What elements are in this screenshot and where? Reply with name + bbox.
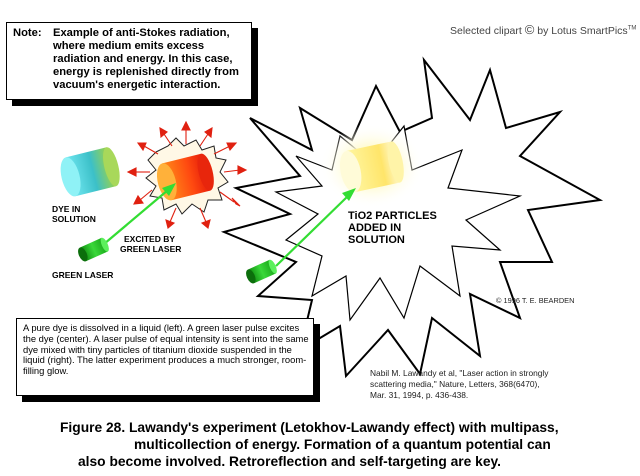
bearden-copyright: © 1996 T. E. BEARDEN	[496, 296, 575, 305]
tio2-label-line2: ADDED IN	[348, 222, 402, 234]
reference-line1: Nabil M. Lawandy et al, "Laser action in…	[370, 368, 549, 378]
red-ray-arrow-icon	[181, 120, 191, 144]
clipart-credit: Selected clipart © by Lotus SmartPicsTM	[450, 22, 636, 37]
note-line: energy is replenished directly from	[53, 66, 239, 78]
red-ray-arrow-icon	[199, 207, 211, 229]
excited-cylinder-icon	[156, 153, 214, 201]
excited-label-line1: EXCITED BY	[124, 234, 176, 244]
green-laser-icon	[246, 259, 277, 284]
note-line: where medium emits excess	[53, 40, 205, 52]
red-ray-arrow-icon	[165, 207, 177, 229]
red-ray-arrow-icon	[159, 126, 173, 147]
trademark-mark: TM	[627, 25, 637, 32]
green-laser-icon	[78, 237, 109, 262]
description-text: A pure dye is dissolved in a liquid (lef…	[23, 322, 309, 377]
red-ray-arrow-icon	[213, 142, 238, 155]
excited-label-line2: GREEN LASER	[120, 244, 182, 254]
beam-arrowhead-icon	[342, 188, 356, 201]
laser-beam-right	[275, 195, 349, 267]
tio2-label-line1: TiO2 PARTICLES	[348, 210, 437, 222]
glowing-cylinder-icon	[339, 141, 404, 193]
beam-arrowhead-icon	[162, 183, 176, 196]
red-ray-arrow-icon	[136, 142, 159, 155]
reference-line2: scattering media," Nature, Letters, 368(…	[370, 379, 540, 389]
note-line: Example of anti-Stokes radiation,	[53, 27, 230, 39]
caption-line2: multicollection of energy. Formation of …	[134, 436, 551, 452]
red-ray-arrow-icon	[223, 165, 248, 175]
note-box: Note: Example of anti-Stokes radiation, …	[6, 22, 252, 100]
dye-label-line1: DYE IN	[52, 204, 81, 214]
dye-label-line2: SOLUTION	[52, 214, 96, 224]
clipart-by-text: by Lotus SmartPics	[537, 25, 628, 37]
red-ray-arrow-icon	[219, 191, 241, 207]
green-laser-label: GREEN LASER	[52, 270, 114, 280]
red-ray-arrow-icon	[126, 167, 150, 177]
tio2-label-line3: SOLUTION	[348, 234, 405, 246]
note-line: radiation and energy. In this case,	[53, 53, 233, 65]
laser-beam-center	[103, 189, 169, 245]
clipart-credit-text: Selected clipart	[450, 25, 522, 37]
description-box: A pure dye is dissolved in a liquid (lef…	[16, 318, 314, 396]
caption-line3: also become involved. Retroreflection an…	[78, 453, 501, 469]
red-ray-arrow-icon	[133, 189, 153, 205]
dye-cylinder-icon	[60, 147, 120, 197]
copyright-icon: ©	[524, 22, 535, 37]
note-prefix: Note:	[13, 27, 42, 39]
red-ray-arrow-icon	[199, 126, 213, 147]
reference-line3: Mar. 31, 1994, p. 436-438.	[370, 390, 469, 400]
note-line: vacuum's energetic interaction.	[53, 79, 221, 91]
caption-line1: Figure 28. Lawandy's experiment (Letokho…	[60, 420, 559, 435]
red-ray-arrows	[126, 120, 248, 229]
figure-caption: Figure 28. Lawandy's experiment (Letokho…	[60, 420, 620, 470]
